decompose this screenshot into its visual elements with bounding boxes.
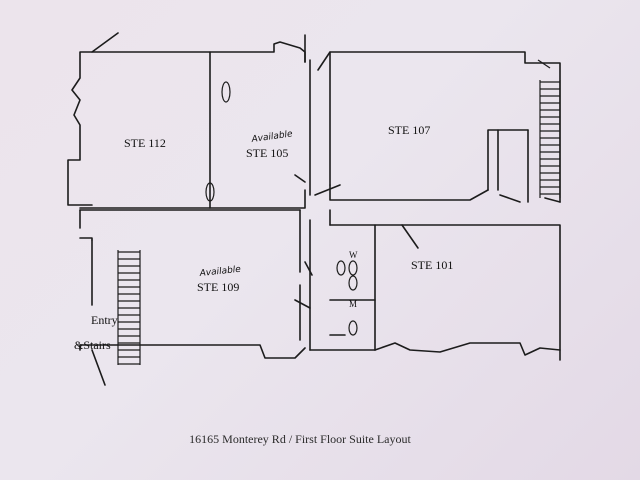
availability-note-ste-105: Available — [250, 129, 294, 145]
availability-note-ste-109: Available — [198, 265, 242, 279]
door-icon — [221, 81, 231, 103]
room-label-ste-105: STE 105 — [246, 146, 288, 160]
toilet-icon — [348, 320, 358, 336]
room-label-ste-101: STE 101 — [411, 258, 453, 272]
toilet-icon — [348, 275, 358, 291]
right-stairs — [537, 59, 561, 198]
entry-stairs — [117, 250, 141, 365]
entry-label: Entry — [91, 313, 118, 327]
exterior-walls — [67, 32, 561, 209]
room-label-ste-107: STE 107 — [388, 123, 430, 137]
room-label-ste-112: STE 112 — [124, 136, 166, 150]
corridor — [309, 59, 331, 351]
stairs-label: &Stairs — [74, 338, 111, 352]
room-label-ste-109: STE 109 — [197, 280, 239, 294]
plan-caption: 16165 Monterey Rd / First Floor Suite La… — [189, 432, 411, 446]
door-icon — [205, 182, 215, 202]
ste-101-walls — [374, 224, 561, 361]
top-row-walls — [79, 129, 561, 209]
toilet-icon — [336, 260, 346, 276]
toilet-icon — [348, 260, 358, 276]
suite-105-doors — [205, 81, 231, 202]
restrooms — [309, 224, 376, 351]
bottom-left-walls — [79, 209, 313, 386]
womens-restroom-label: W — [349, 250, 358, 260]
mens-restroom-label: M — [349, 299, 357, 309]
